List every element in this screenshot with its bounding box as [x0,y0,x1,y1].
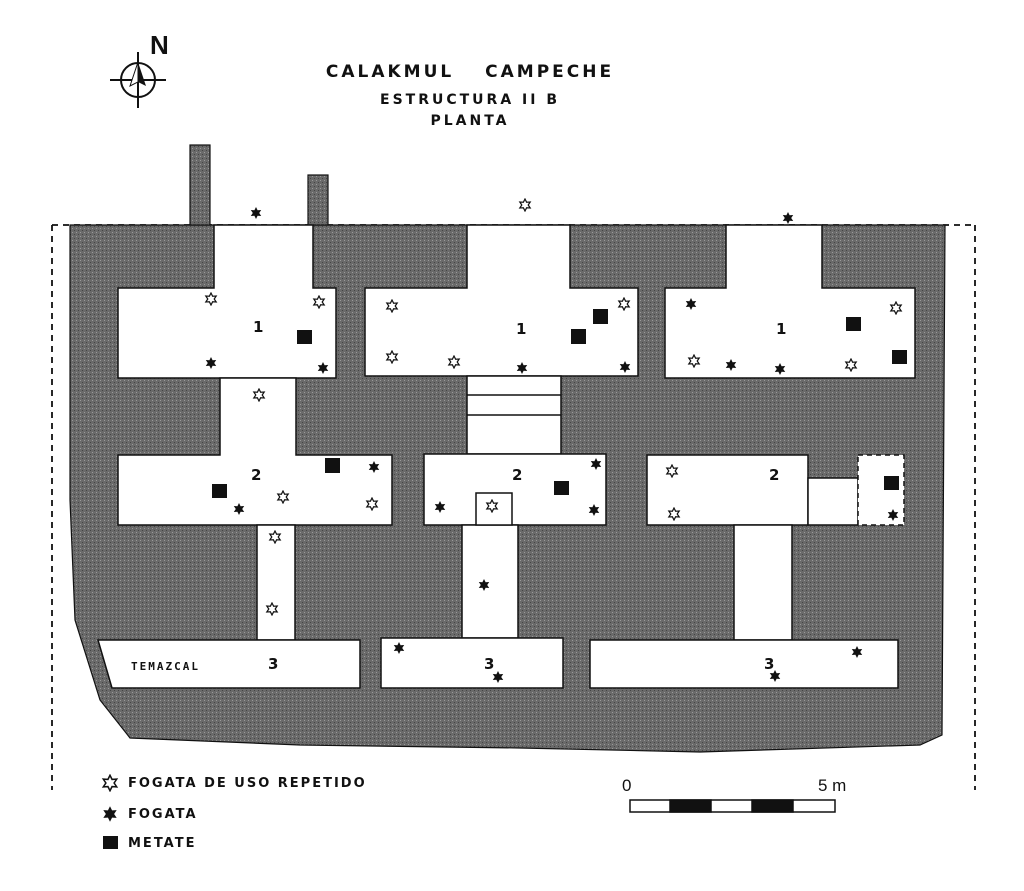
room-label: 1 [776,320,787,338]
room-label: 3 [268,655,279,673]
legend-repeated-fire-icon [102,774,118,792]
wall-stub [189,144,211,226]
legend-repeated-fire-label: FOGATA DE USO REPETIDO [128,775,367,791]
room-center-1 [364,224,639,377]
north-label: N [150,30,169,60]
legend-fire-icon [103,806,117,822]
rooms [97,224,916,689]
legend-repeated-fire: FOGATA DE USO REPETIDO [116,773,367,793]
room-label: 2 [512,466,523,484]
legend-metate-icon [103,836,118,849]
legend-metate-label: METATE [128,835,197,851]
room-label: 2 [769,466,780,484]
room-west-2 [117,377,393,526]
legend-metate: METATE [116,833,196,853]
room-center-3 [380,637,564,689]
scale-end-label: 5 m [818,776,847,795]
wall-stub [307,174,329,226]
room-label: 1 [516,320,527,338]
room-west-3 [97,639,361,689]
room-center-2 [423,453,607,526]
room-label: 1 [253,318,264,336]
room-west-1 [117,224,337,379]
scale-start-label: 0 [622,776,632,795]
room-label: 3 [764,655,775,673]
legend-fire-label: FOGATA [128,806,198,822]
map-title: CALAKMUL CAMPECHE [325,62,615,82]
structure-label: ESTRUCTURA II B [380,92,560,108]
north-arrow-icon [110,52,166,108]
room-east-3 [589,639,899,689]
room-label: 3 [484,655,495,673]
center-passage [461,524,519,639]
scale-bar [629,799,836,813]
plan-label: PLANTA [430,113,510,129]
temazcal-label: TEMAZCAL [131,660,200,673]
metate-markers [212,309,907,498]
room-label: 2 [251,466,262,484]
east-passage [733,524,793,641]
legend-fire: FOGATA [116,804,198,824]
room-east-1 [664,224,916,379]
